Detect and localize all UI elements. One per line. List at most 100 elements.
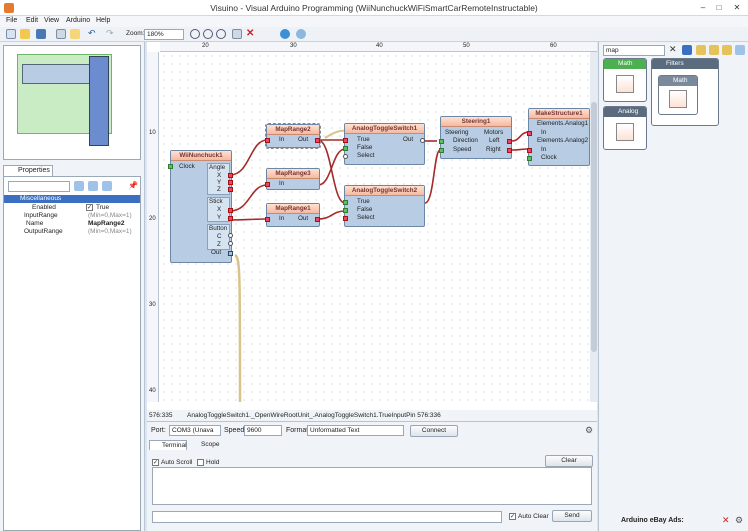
category-label: Math — [618, 60, 632, 67]
clear-search-icon[interactable]: ✕ — [669, 45, 679, 55]
maprange-component-icon[interactable] — [616, 75, 634, 93]
component-maprange1[interactable]: MapRange1 In Out — [266, 203, 320, 227]
angle-z-pin[interactable] — [228, 187, 233, 192]
group-label: Button — [209, 225, 227, 233]
out-pin[interactable] — [315, 217, 320, 222]
category-header: Filters — [652, 59, 718, 69]
close-ads-icon[interactable]: ✕ — [722, 516, 732, 526]
select-pin[interactable] — [343, 216, 348, 221]
pin-label: In — [541, 129, 546, 137]
component-title: MapRange1 — [267, 204, 319, 214]
component-steering1[interactable]: Steering1 Steering Direction Speed Motor… — [440, 116, 512, 159]
speed-label: Speed: — [224, 427, 246, 434]
category-math[interactable]: Math — [603, 58, 647, 102]
component-makestructure1[interactable]: MakeStructure1 Elements.Analog1 In Eleme… — [528, 108, 590, 166]
pin-label: Left — [489, 137, 500, 145]
button-z-pin[interactable] — [228, 241, 233, 246]
subcategory-math[interactable]: Math — [658, 75, 698, 115]
angle-x-pin[interactable] — [228, 173, 233, 178]
clock-pin[interactable] — [527, 156, 532, 161]
port-select[interactable]: COM3 (Unava — [169, 425, 221, 436]
palette-search-value: map — [606, 47, 619, 54]
component-wiinunchuck[interactable]: WiiNunchuck1 Clock Angle X Y Z Stick X Y… — [170, 150, 232, 263]
false-pin[interactable] — [343, 146, 348, 151]
true-pin[interactable] — [343, 138, 348, 143]
speed-select[interactable]: 9600 — [244, 425, 282, 436]
connect-button[interactable]: Connect — [410, 425, 458, 437]
category-header: Analog — [604, 107, 646, 117]
component-title: Steering1 — [441, 117, 511, 127]
pin-label: Out — [298, 136, 308, 144]
right-pin[interactable] — [507, 148, 512, 153]
palette-option-icon[interactable] — [722, 45, 732, 55]
pin-label: Direction — [453, 137, 478, 145]
component-maprange3[interactable]: MapRange3 In — [266, 168, 320, 190]
analog-component-icon[interactable] — [616, 123, 634, 141]
out-pin[interactable] — [315, 138, 320, 143]
pin-label: In — [279, 180, 284, 188]
left-pin[interactable] — [507, 139, 512, 144]
palette-option-icon[interactable] — [735, 45, 745, 55]
ebay-ads-label: Arduino eBay Ads: — [621, 517, 684, 524]
format-select[interactable]: Unformatted Text — [307, 425, 404, 436]
component-title: MakeStructure1 — [529, 109, 589, 119]
send-input[interactable] — [152, 511, 502, 523]
select-pin[interactable] — [343, 154, 348, 159]
component-analogtoggleswitch2[interactable]: AnalogToggleSwitch2 True False Select — [344, 185, 425, 227]
ads-settings-icon[interactable]: ⚙ — [735, 516, 745, 526]
clear-button[interactable]: Clear — [545, 455, 593, 467]
out-pin[interactable] — [420, 138, 425, 143]
settings-icon[interactable]: ⚙ — [585, 426, 595, 436]
terminal-output[interactable] — [152, 467, 592, 505]
pin-label: Z — [217, 186, 221, 194]
hold-checkbox[interactable] — [197, 459, 204, 466]
false-pin[interactable] — [343, 208, 348, 213]
true-pin[interactable] — [343, 200, 348, 205]
direction-pin[interactable] — [439, 139, 444, 144]
category-header: Math — [659, 76, 697, 86]
status-text: AnalogToggleSwitch1._OpenWireRootUnit_.A… — [187, 410, 441, 421]
wire — [318, 211, 345, 219]
cursor-coords: 576:335 — [149, 410, 173, 421]
terminal-tab-label: Terminal — [162, 442, 187, 449]
clock-pin[interactable] — [168, 164, 173, 169]
tab-scope[interactable]: Scope — [189, 440, 221, 450]
pin-label: Out — [298, 215, 308, 223]
pin-label: Z — [217, 241, 221, 249]
format-value: Unformatted Text — [310, 427, 359, 434]
component-analogtoggleswitch1[interactable]: AnalogToggleSwitch1 True False Select Ou… — [344, 123, 425, 165]
wire — [230, 185, 267, 211]
palette-option-icon[interactable] — [696, 45, 706, 55]
auto-scroll-checkbox[interactable]: ✓ — [152, 459, 159, 466]
button-c-pin[interactable] — [228, 233, 233, 238]
pin-label: In — [279, 136, 284, 144]
in-pin[interactable] — [265, 138, 270, 143]
angle-y-pin[interactable] — [228, 180, 233, 185]
send-button[interactable]: Send — [552, 510, 592, 522]
speed-pin[interactable] — [439, 148, 444, 153]
filter-component-icon[interactable] — [669, 90, 687, 108]
in-pin[interactable] — [265, 217, 270, 222]
palette-option-icon[interactable] — [709, 45, 719, 55]
hold-label: Hold — [206, 459, 219, 466]
palette-search[interactable]: map — [603, 45, 665, 56]
category-label: Filters — [666, 60, 684, 67]
out-pin[interactable] — [228, 251, 233, 256]
button-group: Button C Z — [207, 224, 230, 250]
clear-label: Clear — [561, 457, 577, 464]
in-pin[interactable] — [265, 182, 270, 187]
pin-label: In — [279, 215, 284, 223]
stick-x-pin[interactable] — [228, 208, 233, 213]
pin-label: Clock — [541, 154, 557, 162]
auto-clear-checkbox[interactable]: ✓ — [509, 513, 516, 520]
tab-terminal[interactable]: Terminal — [149, 440, 187, 450]
analog2-in-pin[interactable] — [527, 148, 532, 153]
analog1-in-pin[interactable] — [527, 131, 532, 136]
category-analog[interactable]: Analog — [603, 106, 647, 150]
search-filter-icon[interactable] — [682, 45, 692, 55]
category-filters[interactable]: Filters Math — [651, 58, 719, 126]
component-maprange2[interactable]: MapRange2 In Out — [266, 124, 320, 148]
send-label: Send — [564, 512, 579, 519]
stick-y-pin[interactable] — [228, 216, 233, 221]
pin-label: C — [217, 233, 222, 241]
